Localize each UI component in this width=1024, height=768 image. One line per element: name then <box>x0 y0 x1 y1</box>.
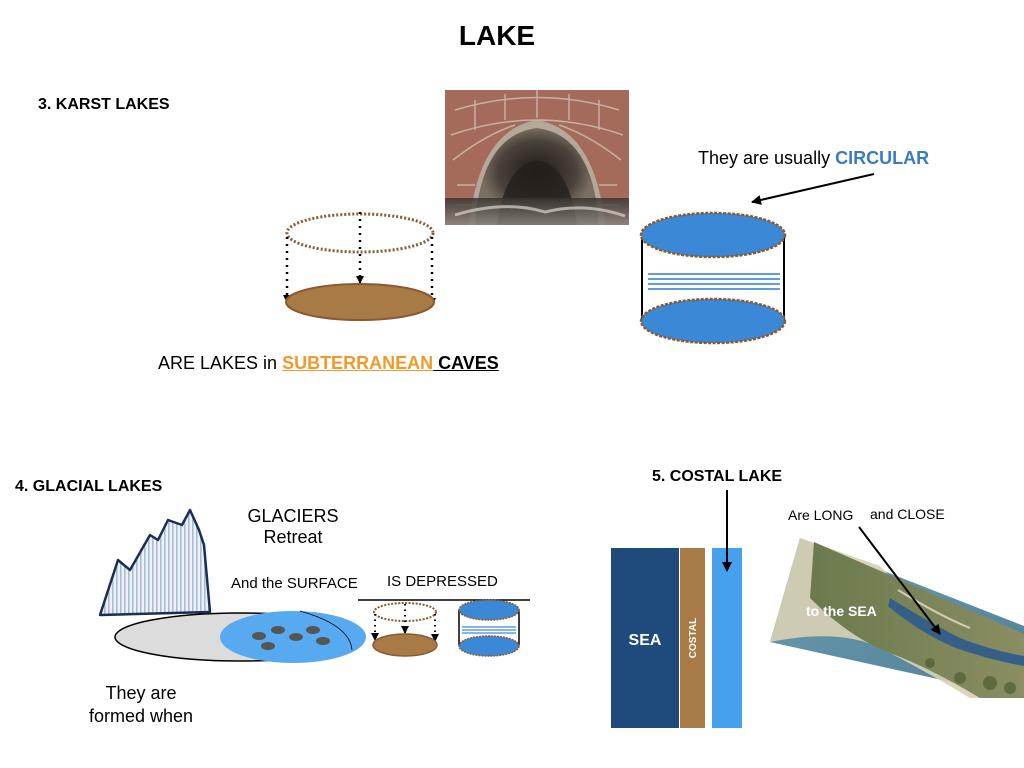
coastal-lake-photo <box>770 538 1024 698</box>
sea-band <box>611 548 679 728</box>
karst-lakes-heading: 3. KARST LAKES <box>38 96 170 113</box>
costal-strip-label: COSTAL <box>688 618 699 658</box>
subterranean-caption: ARE LAKES in SUBTERRANEAN CAVES <box>158 353 499 374</box>
circular-arrow <box>751 173 875 205</box>
glacial-lakes-heading: 4. GLACIAL LAKES <box>15 478 163 495</box>
small-karst-cylinder <box>371 602 439 657</box>
formed-when-label: They are formed when <box>85 682 197 728</box>
depressed-label: IS DEPRESSED <box>387 573 498 590</box>
circular-emphasis: CIRCULAR <box>835 148 930 168</box>
costal-lake-heading: 5. COSTAL LAKE <box>652 468 783 485</box>
water-wave-lines <box>648 273 780 290</box>
page-title: LAKE <box>458 20 536 51</box>
are-long-label: Are LONG <box>788 507 854 523</box>
formed-line-1: They are <box>105 683 177 703</box>
lake-outline-edge <box>299 610 353 651</box>
costal-strip <box>680 548 705 728</box>
to-sea-label: to the SEA <box>806 603 877 619</box>
circular-lake-cylinder <box>639 211 787 345</box>
caves-emphasis: CAVES <box>433 353 499 373</box>
long-close-arrow <box>858 526 941 635</box>
formed-line-2: formed when <box>88 706 194 726</box>
cave-photo <box>445 90 629 225</box>
and-close-label: and CLOSE <box>870 506 945 522</box>
depression-stones <box>252 626 330 650</box>
lagoon-band <box>712 548 742 728</box>
small-lake-cylinder <box>458 599 520 657</box>
karst-cylinder-diagram <box>283 212 436 321</box>
cylinder-water-top <box>639 211 787 259</box>
retreat-word: Retreat <box>263 527 323 547</box>
surface-label: And the SURFACE <box>231 575 358 592</box>
subterranean-emphasis: SUBTERRANEAN <box>282 353 434 373</box>
cylinder-top-rim <box>285 212 435 254</box>
cylinder-water-bottom <box>639 297 787 345</box>
circular-caption-prefix: They are usually <box>698 148 836 168</box>
glaciers-word: GLACIERS <box>247 506 339 526</box>
circular-caption: They are usually CIRCULAR <box>698 148 929 169</box>
cylinder-soil-base <box>285 283 435 321</box>
sea-label: SEA <box>629 632 662 649</box>
glacier-mountain-icon <box>98 508 212 617</box>
subterranean-caption-prefix: ARE LAKES in <box>158 353 283 373</box>
